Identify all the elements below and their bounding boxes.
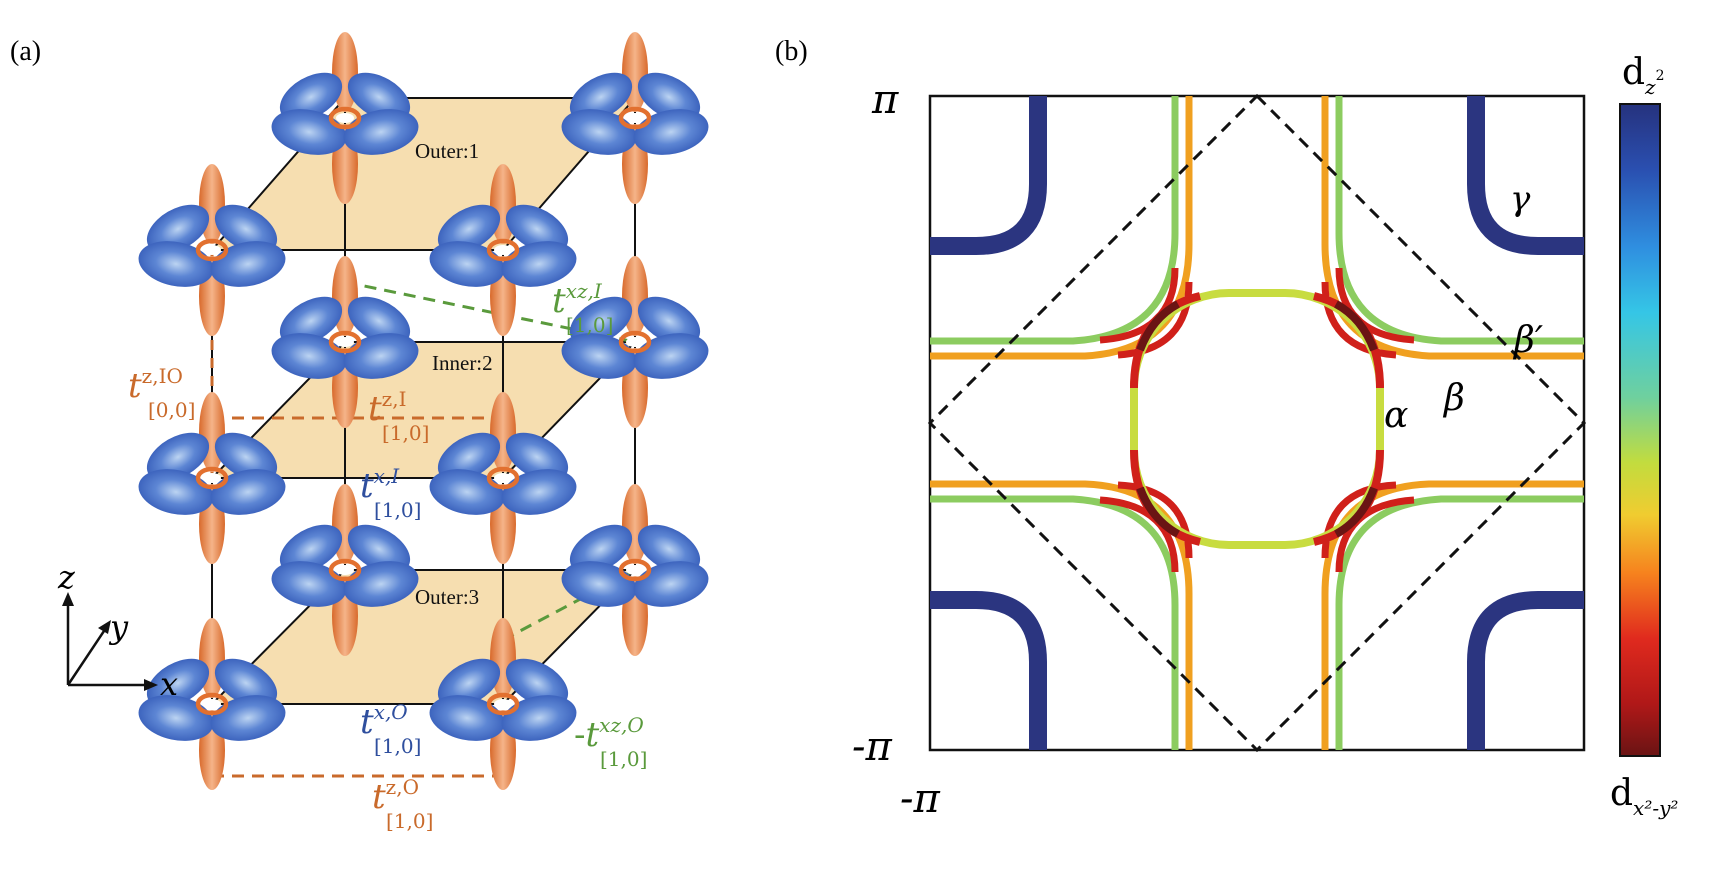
axis-z-label: z [57, 558, 76, 596]
layer-label-outer-1: Outer:1 [415, 139, 479, 163]
orbital-colorbar [1619, 103, 1661, 757]
hop-label-tz-i: tz,I[1,0] [368, 387, 429, 445]
panel-a: (a) [10, 32, 713, 833]
axis-y-label: y [108, 608, 129, 646]
brillouin-zone-frame [928, 94, 1586, 752]
axes-triad [62, 592, 158, 691]
orbital-icon [557, 484, 712, 656]
gamma-pockets [930, 96, 1584, 750]
band-label-beta: β [1442, 378, 1465, 419]
hop-label-tx-i: tx,I[1,0] [360, 464, 421, 522]
hop-label-tz-io: tz,IO[0,0] [128, 364, 195, 422]
band-label-beta-prime: β′ [1512, 320, 1543, 361]
orbital-icon [134, 618, 289, 790]
layer-label-inner-2: Inner:2 [432, 351, 493, 375]
orbital-icon [557, 32, 712, 204]
alpha-pocket [1130, 289, 1384, 549]
alpha-pocket-dark-arcs [1136, 300, 1378, 538]
hop-label-txz-i: txz,I[1,0] [552, 279, 613, 337]
magnetic-zone-diamond [927, 93, 1587, 753]
colorbar-bottom-label: dx²-y² [1610, 773, 1678, 820]
panel-a-label: (a) [10, 36, 41, 67]
axis-y-bottom-label: -π [852, 724, 893, 770]
panel-b: (b) [775, 36, 1678, 822]
band-label-gamma: γ [1510, 179, 1531, 219]
fermi-surface [927, 93, 1587, 753]
layer-label-outer-3: Outer:3 [415, 585, 479, 609]
hop-label-tx-o: tx,O[1,0] [360, 700, 421, 758]
axis-y-top-label: π [871, 77, 899, 123]
band-label-alpha: α [1384, 395, 1408, 436]
hop-label-txz-o: -txz,O[1,0] [574, 713, 647, 771]
beta-prime-band [930, 96, 1584, 750]
axis-x-label: x [160, 665, 178, 703]
hop-label-tz-o: tz,O[1,0] [372, 775, 433, 833]
axis-x-left-label: -π [900, 776, 941, 822]
panel-b-label: (b) [775, 36, 808, 67]
colorbar-top-label: dz2 [1622, 52, 1665, 99]
